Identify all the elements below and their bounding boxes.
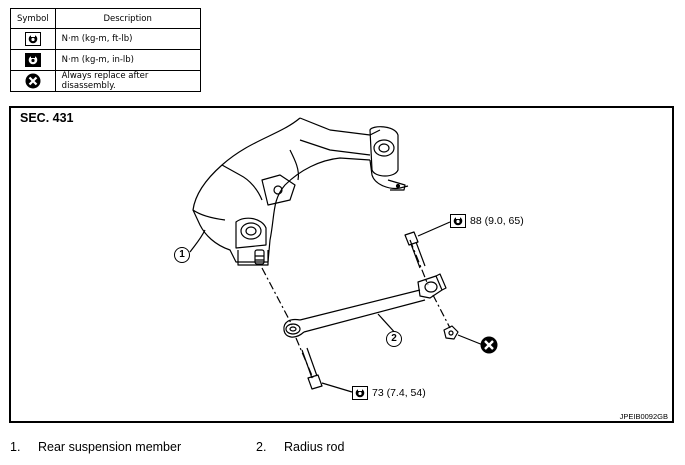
part-name: Radius rod	[284, 440, 345, 454]
torque-wrench-inlb-icon	[24, 53, 41, 67]
rear-suspension-member-drawing	[192, 117, 409, 266]
nut-drawing	[443, 325, 459, 340]
torque-wrench-icon	[450, 214, 466, 228]
radius-rod-drawing	[283, 273, 447, 338]
part-item-1: 1. Rear suspension member	[10, 440, 181, 454]
alignment-line-nut	[432, 294, 451, 329]
alignment-line-upper-bolt	[409, 239, 429, 286]
torque-upper-leader	[417, 221, 451, 237]
upper-bolt-drawing	[404, 231, 426, 269]
torque-spec-lower: 73 (7.4, 54)	[352, 386, 426, 400]
torque-spec-upper: 88 (9.0, 65)	[450, 214, 524, 228]
callout-2: 2	[386, 331, 402, 347]
callout-1-leader	[189, 229, 206, 253]
callout-1: 1	[174, 247, 190, 263]
section-label: SEC. 431	[20, 111, 74, 125]
symbol-legend-table: Symbol Description N·m (kg-m, ft-lb) N·m…	[10, 8, 201, 92]
alignment-line-left	[261, 267, 293, 326]
legend-row: Always replace after disassembly.	[10, 70, 201, 92]
torque-wrench-icon	[24, 32, 41, 46]
drawing-code: JPEIB0092GB	[619, 412, 668, 421]
legend-row: N·m (kg-m, ft-lb)	[10, 28, 201, 50]
part-number: 2.	[256, 440, 267, 454]
member-stud-drawing	[254, 249, 265, 265]
replace-x-icon	[480, 336, 498, 354]
part-number: 1.	[10, 440, 21, 454]
torque-wrench-icon	[352, 386, 368, 400]
replace-x-icon	[25, 73, 41, 89]
legend-description: Always replace after disassembly.	[54, 70, 201, 92]
legend-header-row: Symbol Description	[10, 8, 201, 29]
torque-upper-value: 88 (9.0, 65)	[470, 214, 524, 227]
part-name: Rear suspension member	[38, 440, 182, 454]
torque-lower-leader	[321, 382, 353, 393]
diagram-frame	[9, 106, 674, 423]
replace-leader	[457, 334, 484, 346]
lower-bolt-drawing	[301, 347, 323, 390]
part-item-2: 2. Radius rod	[256, 440, 344, 454]
torque-lower-value: 73 (7.4, 54)	[372, 386, 426, 399]
